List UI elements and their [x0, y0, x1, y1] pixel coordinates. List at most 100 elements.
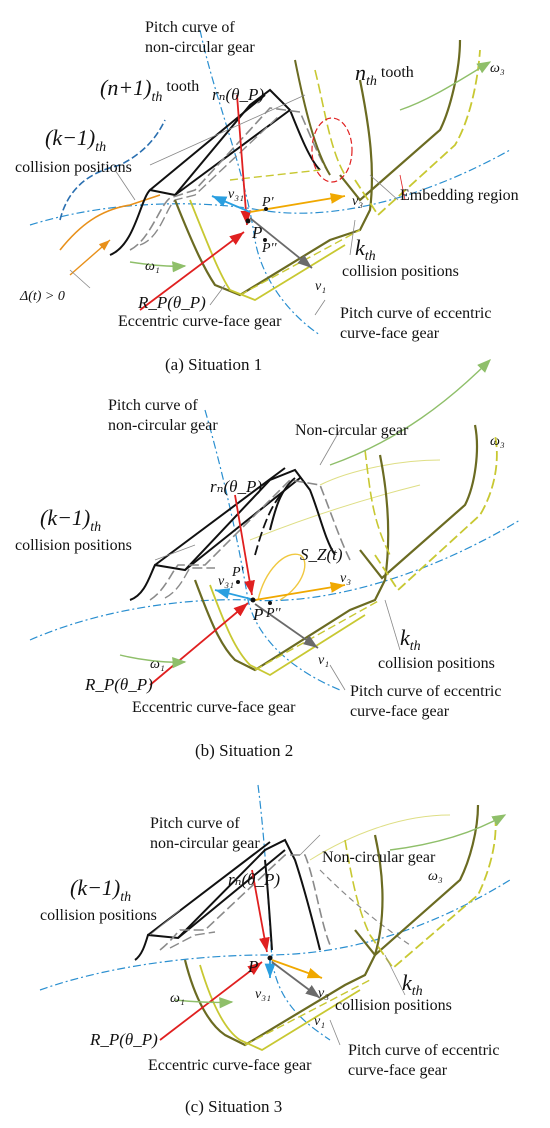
v3-arrow-b: [254, 582, 346, 601]
pitch-curve-eccentric-c: [39, 879, 511, 991]
label-rp-a: R_P(θ_P): [137, 293, 206, 312]
label-pprime-a: P': [261, 195, 275, 210]
olive-gear-b: [193, 454, 390, 672]
embedding-region: [311, 117, 353, 183]
label-rp-b: R_P(θ_P): [84, 675, 153, 694]
pitch-curve-eccentric-b: [29, 519, 521, 641]
caption-a: (a) Situation 1: [165, 355, 262, 374]
label-rn-b: rₙ(θ_P): [210, 477, 262, 496]
orange-arrow-a: [69, 239, 111, 276]
label-nth-tooth: nth tooth: [355, 60, 414, 89]
label-kth-b: kth: [400, 625, 421, 654]
label-v3-b: v₃: [340, 571, 351, 586]
rn-arrow-a: [236, 94, 252, 226]
v3-arrow-c: [271, 959, 323, 979]
omega3-arrow-b: [329, 359, 491, 466]
label-pitch-eccentric-b-2: curve-face gear: [350, 703, 450, 720]
label-pitch-noncircular-b-1: Pitch curve of: [108, 397, 198, 414]
label-delta-a: Δ(t) > 0: [19, 289, 65, 304]
omega1-arrow-c: [174, 997, 234, 1009]
label-eccentric-a: Eccentric curve-face gear: [118, 313, 282, 330]
label-v31-b: v₃₁: [218, 574, 234, 589]
black-tooth-c: [134, 838, 321, 961]
sz-loop: [257, 553, 306, 601]
label-omega1-a: ω₁: [145, 259, 160, 274]
label-k1-a: (k−1)th: [45, 125, 106, 155]
label-v1-c: v₁: [314, 1014, 325, 1029]
label-v31-a: v₃₁: [228, 187, 244, 202]
panel-c: Pitch curve of non-circular gear Non-cir…: [39, 784, 511, 1116]
label-collision-k1-c: collision positions: [40, 907, 157, 924]
pitch-curve-eccentric-a: [29, 149, 511, 226]
label-v1-a: v₁: [315, 279, 326, 294]
label-noncircular-c: Non-circular gear: [322, 849, 436, 866]
label-v1-b: v₁: [318, 653, 329, 668]
label-collision-kth-b: collision positions: [378, 655, 495, 672]
label-rn-c: rₙ(θ_P): [228, 870, 280, 889]
gray-tooth-c: [159, 854, 331, 951]
label-omega1-c: ω₁: [170, 991, 185, 1006]
rp-arrow-b: [149, 602, 249, 686]
v1-arrow-c: [271, 961, 321, 999]
label-p-c: P: [247, 957, 258, 976]
v31-arrow-b: [214, 588, 256, 601]
rn-arrow-c: [251, 869, 270, 953]
blue-tooth-profile-a: [59, 119, 166, 221]
label-collision-kth-c: collision positions: [335, 997, 452, 1014]
omega3-arrow-c: [389, 814, 507, 851]
label-noncircular-b: Non-circular gear: [295, 422, 409, 439]
label-pitch-eccentric-a-2: curve-face gear: [340, 325, 440, 342]
label-n1-tooth: (n+1)th tooth: [100, 75, 199, 105]
label-pitch-eccentric-a-1: Pitch curve of eccentric: [340, 305, 491, 322]
label-pprime-b: P': [231, 565, 245, 580]
label-p-a: P: [251, 223, 262, 242]
label-rp-c: R_P(θ_P): [89, 1030, 158, 1049]
label-pitch-eccentric-b-1: Pitch curve of eccentric: [350, 683, 501, 700]
rp-arrow-c: [159, 961, 263, 1041]
label-collision-k1-a: collision positions: [15, 159, 132, 176]
label-collision-k1-b: collision positions: [15, 537, 132, 554]
label-p-b: P: [252, 605, 263, 624]
label-omega3-b: ω₃: [490, 434, 505, 449]
black-tooth-a: [109, 88, 321, 256]
label-pitch-noncircular-a-2: non-circular gear: [145, 39, 255, 56]
omega3-arrow-a: [399, 61, 492, 111]
label-embedding-region: Embedding region: [400, 187, 519, 204]
gray-tooth-a: [129, 107, 331, 251]
label-kth-a: kth: [355, 235, 376, 264]
label-pitch-eccentric-c-1: Pitch curve of eccentric: [348, 1042, 499, 1059]
pitch-curve-noncircular-c: [257, 784, 331, 1041]
label-pitch-eccentric-c-2: curve-face gear: [348, 1062, 448, 1079]
label-eccentric-c: Eccentric curve-face gear: [148, 1057, 312, 1074]
label-collision-kth-a: collision positions: [342, 263, 459, 280]
olive-gear-c: [183, 834, 384, 1047]
panel-a: Pitch curve of non-circular gear (n+1)th…: [15, 19, 519, 374]
v1-arrow-a: [249, 217, 313, 269]
v31-arrow-a: [211, 195, 251, 213]
orange-collision-profile-a: [59, 194, 161, 251]
label-pdouble-a: P'': [261, 241, 278, 256]
gray-tooth-b: [149, 479, 351, 601]
rp-arrow-a: [139, 231, 245, 311]
label-rn-a: rₙ(θ_P): [212, 85, 264, 104]
label-pitch-noncircular-c-1: Pitch curve of: [150, 815, 240, 832]
label-v3-c: v₃: [318, 986, 329, 1001]
label-pitch-noncircular-c-2: non-circular gear: [150, 835, 260, 852]
label-omega1-b: ω₁: [150, 657, 165, 672]
v1-arrow-b: [254, 603, 319, 649]
label-pitch-noncircular-b-2: non-circular gear: [108, 417, 218, 434]
omega1-arrow-a: [129, 261, 187, 273]
black-tooth-b: [129, 468, 336, 601]
label-v31-c: v₃₁: [255, 987, 271, 1002]
rn-arrow-b: [234, 494, 255, 596]
label-sz: S_Z(t): [300, 545, 343, 564]
label-k1-c: (k−1)th: [70, 875, 131, 905]
label-k1-b: (k−1)th: [40, 505, 101, 535]
label-omega3-a: ω₃: [490, 61, 505, 76]
panel-b: Pitch curve of non-circular gear Non-cir…: [15, 359, 521, 760]
caption-c: (c) Situation 3: [185, 1097, 282, 1116]
label-pdouble-b: P'': [265, 606, 282, 621]
label-pitch-noncircular-a-1: Pitch curve of: [145, 19, 235, 36]
caption-b: (b) Situation 2: [195, 741, 293, 760]
